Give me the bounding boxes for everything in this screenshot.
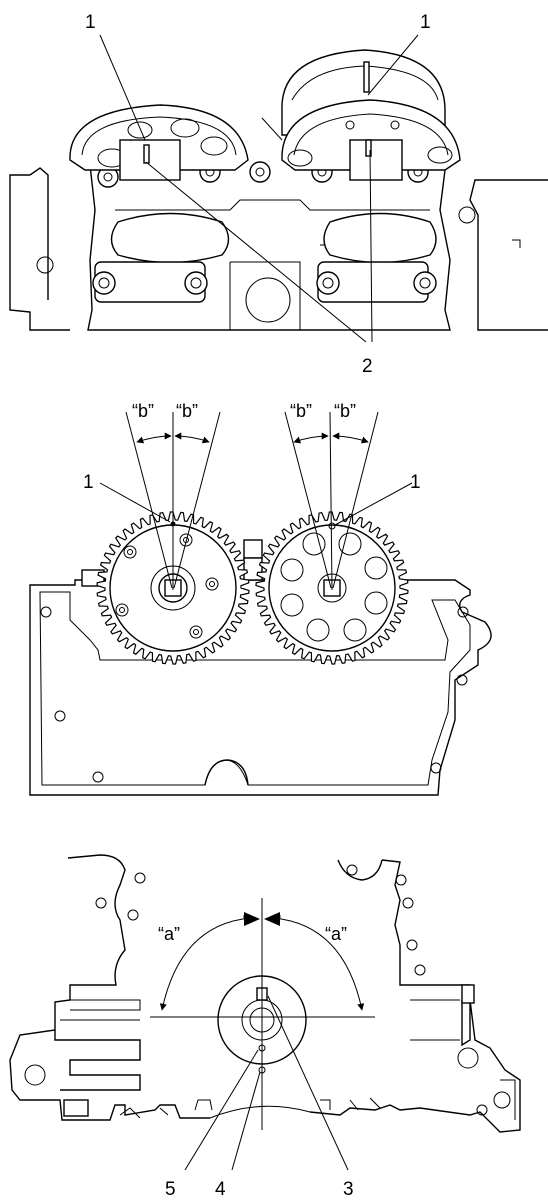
middle-view-angle-lines	[99, 411, 413, 591]
callout-label: 1	[83, 472, 94, 493]
callout-label: 2	[362, 356, 373, 377]
angle-a-label: “a”	[158, 924, 180, 944]
timing-mark-icon	[328, 522, 336, 530]
bottom-view-angle-lines	[150, 898, 375, 1171]
callout-label: 1	[420, 12, 431, 33]
timing-mark-icon	[143, 144, 150, 164]
angle-b-label: “b”	[290, 401, 312, 421]
callout-label: 5	[165, 1179, 176, 1200]
angle-b-label: “b”	[176, 401, 198, 421]
top-right-cam-sprocket	[261, 49, 461, 181]
angle-a-label: “a”	[325, 924, 347, 944]
angle-b-label: “b”	[132, 401, 154, 421]
bottom-view-crank-case	[9, 854, 521, 1133]
callout-label: 3	[343, 1179, 354, 1200]
middle-view-sprockets	[96, 511, 409, 665]
callout-label: 1	[410, 472, 421, 493]
timing-mark-icon	[365, 139, 372, 157]
top-view-callouts: 1 1 2	[85, 12, 431, 377]
top-view-engine-head	[9, 161, 548, 331]
bottom-view-labels: “a” “a” 5 4 3	[158, 924, 354, 1200]
top-left-cam-sprocket	[69, 104, 249, 181]
middle-view-head-front	[29, 539, 492, 796]
angle-b-label: “b”	[334, 401, 356, 421]
callout-label: 4	[215, 1179, 226, 1200]
callout-label: 1	[85, 12, 96, 33]
timing-mark-icon	[363, 61, 370, 93]
middle-view-labels: “b” “b” “b” “b” 1 1	[83, 401, 421, 493]
